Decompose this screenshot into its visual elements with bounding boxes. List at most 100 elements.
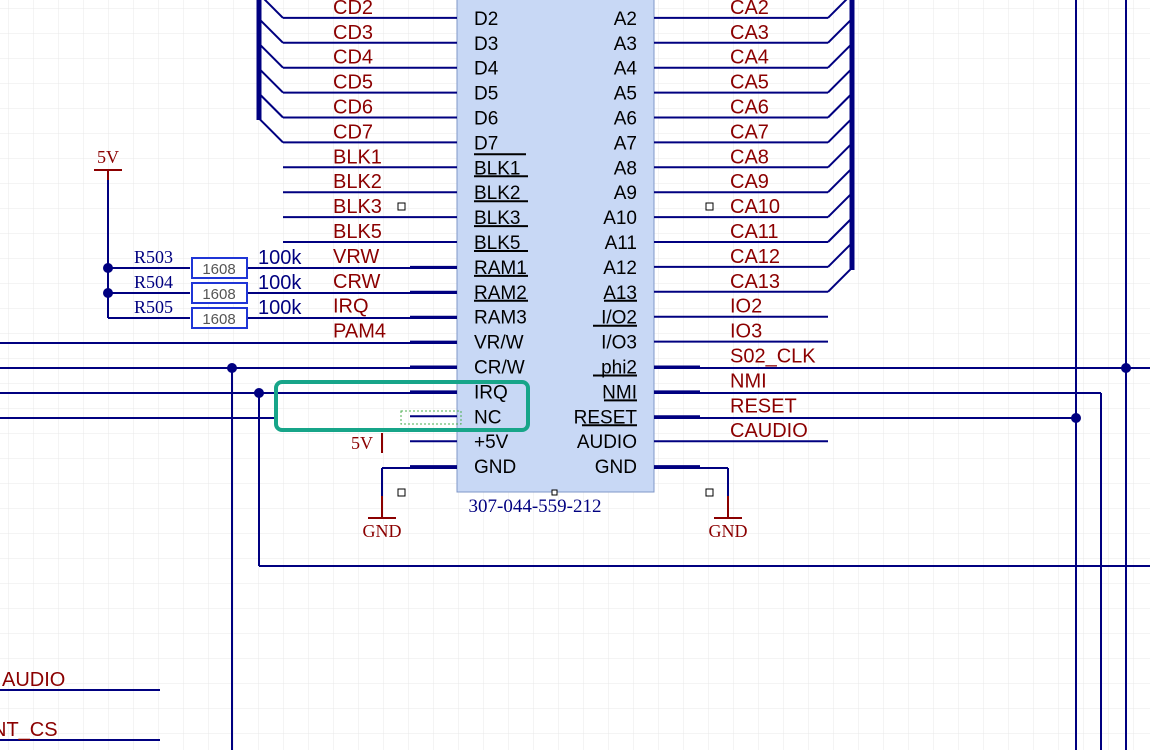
net-right-ca13[interactable]: CA13 bbox=[700, 267, 853, 293]
pin-left-label: D7 bbox=[474, 133, 498, 154]
net-left-blk3[interactable]: BLK3 bbox=[283, 196, 410, 219]
pin-right-a6[interactable]: A6 bbox=[614, 109, 700, 130]
pin-left-label: CR/W bbox=[474, 358, 525, 379]
net-left-cd7[interactable]: CD7 bbox=[258, 117, 410, 144]
net-left-irq[interactable]: IRQ bbox=[333, 296, 369, 318]
pin-right-a13[interactable]: A13 bbox=[603, 283, 700, 304]
net-right-s02-clk[interactable]: S02_CLK bbox=[730, 346, 816, 368]
power-port-5v[interactable]: 5V bbox=[94, 147, 122, 180]
pin-left-ram2[interactable]: RAM2 bbox=[410, 283, 528, 304]
pin-right-a11[interactable]: A11 bbox=[605, 233, 700, 254]
pin-right-a4[interactable]: A4 bbox=[614, 59, 700, 80]
pin-right-a9[interactable]: A9 bbox=[614, 183, 700, 204]
resistor-footprint: 1608 bbox=[202, 286, 235, 303]
pin-left-d5[interactable]: D5 bbox=[410, 84, 498, 105]
pin-right-nmi[interactable]: NMI bbox=[602, 382, 700, 403]
pin-left-d4[interactable]: D4 bbox=[410, 59, 499, 80]
pin-left-blk3[interactable]: BLK3 bbox=[410, 208, 528, 229]
pin-left-nc[interactable]: NC bbox=[410, 407, 501, 428]
pin-right-a10[interactable]: A10 bbox=[603, 208, 700, 229]
pin-left-cr-w[interactable]: CR/W bbox=[410, 358, 525, 379]
net-right-reset[interactable]: RESET bbox=[730, 395, 797, 417]
net-right-nmi[interactable]: NMI bbox=[730, 370, 767, 392]
power-port-5v-pin[interactable]: 5V bbox=[351, 433, 383, 453]
net-right-label: CA6 bbox=[730, 97, 769, 119]
pin-left-blk2[interactable]: BLK2 bbox=[410, 183, 528, 204]
ground-symbol-left[interactable]: GND bbox=[363, 496, 402, 541]
pin-right-reset[interactable]: RESET bbox=[574, 407, 700, 428]
net-left-crw[interactable]: CRW bbox=[333, 271, 381, 293]
net-left-cd5[interactable]: CD5 bbox=[258, 67, 410, 94]
pin-right-audio[interactable]: AUDIO bbox=[577, 432, 700, 453]
net-right-ca2[interactable]: CA2 bbox=[700, 0, 852, 19]
net-right-io3[interactable]: IO3 bbox=[700, 321, 828, 343]
pin-left-blk5[interactable]: BLK5 bbox=[410, 233, 528, 254]
pin-left-vr-w[interactable]: VR/W bbox=[410, 333, 524, 354]
net-right-ca8[interactable]: CA8 bbox=[700, 142, 853, 169]
ground-symbol-right[interactable]: GND bbox=[709, 496, 748, 541]
pin-left-d3[interactable]: D3 bbox=[410, 34, 498, 55]
pin-left-d6[interactable]: D6 bbox=[410, 109, 498, 130]
pin-right-i-o2[interactable]: I/O2 bbox=[593, 308, 700, 329]
pin-right-gnd[interactable]: GND bbox=[595, 457, 700, 478]
pin-right-phi2[interactable]: phi2 bbox=[593, 358, 700, 379]
pin-left-label: D4 bbox=[474, 59, 499, 80]
net-right-ca9[interactable]: CA9 bbox=[700, 167, 853, 194]
net-left-label: CRW bbox=[333, 271, 381, 293]
net-right-ca6[interactable]: CA6 bbox=[700, 92, 853, 119]
net-right-ca10[interactable]: CA10 bbox=[700, 192, 853, 219]
net-label-nt-cs[interactable]: NT_CS bbox=[0, 719, 58, 741]
pin-left-d7[interactable]: D7 bbox=[410, 133, 498, 154]
net-left-blk5[interactable]: BLK5 bbox=[283, 221, 410, 243]
net-right-ca4[interactable]: CA4 bbox=[700, 42, 853, 69]
net-right-ca12[interactable]: CA12 bbox=[700, 242, 853, 268]
net-left-cd2[interactable]: CD2 bbox=[259, 0, 410, 19]
pin-right-a7[interactable]: A7 bbox=[614, 133, 700, 154]
net-left-cd6[interactable]: CD6 bbox=[258, 92, 410, 119]
selection-highlight[interactable] bbox=[274, 380, 530, 432]
pin-right-label: AUDIO bbox=[577, 432, 637, 453]
net-right-label: RESET bbox=[730, 395, 797, 417]
net-left-vrw[interactable]: VRW bbox=[333, 246, 379, 268]
pin-left-irq[interactable]: IRQ bbox=[410, 382, 508, 403]
pin-right-a2[interactable]: A2 bbox=[614, 9, 700, 30]
component-body[interactable] bbox=[456, 0, 655, 493]
net-right-ca3[interactable]: CA3 bbox=[700, 18, 853, 44]
net-left-blk2[interactable]: BLK2 bbox=[283, 171, 410, 194]
pin-left-gnd[interactable]: GND bbox=[410, 457, 516, 478]
pin-right-a5[interactable]: A5 bbox=[614, 84, 700, 105]
pin-left-d1[interactable]: D1 bbox=[410, 0, 498, 5]
pin-left-label: IRQ bbox=[474, 382, 508, 403]
pin-left--5v[interactable]: +5V bbox=[410, 432, 509, 453]
net-left-blk1[interactable]: BLK1 bbox=[283, 146, 410, 169]
pin-right-a3[interactable]: A3 bbox=[614, 34, 700, 55]
pin-right-label: GND bbox=[595, 457, 637, 478]
pin-left-blk1[interactable]: BLK1 bbox=[410, 158, 528, 179]
net-left-label: BLK3 bbox=[333, 196, 382, 218]
net-right-ca7[interactable]: CA7 bbox=[700, 117, 853, 144]
net-label-audio[interactable]: AUDIO bbox=[2, 669, 65, 691]
pin-left-ram3[interactable]: RAM3 bbox=[410, 308, 527, 329]
net-right-caudio[interactable]: CAUDIO bbox=[700, 420, 828, 443]
pin-right-a8[interactable]: A8 bbox=[614, 158, 700, 179]
pin-right-i-o3[interactable]: I/O3 bbox=[601, 333, 700, 354]
resistor-value: 100k bbox=[258, 247, 302, 269]
pin-right-a1[interactable]: A1 bbox=[614, 0, 700, 5]
net-left-cd4[interactable]: CD4 bbox=[258, 42, 410, 69]
pin-left-ram1[interactable]: RAM1 bbox=[410, 258, 528, 279]
net-right-ca11[interactable]: CA11 bbox=[700, 217, 853, 243]
pin-right-a12[interactable]: A12 bbox=[603, 258, 700, 279]
resistor-value: 100k bbox=[258, 297, 302, 319]
net-right-label: CA2 bbox=[730, 0, 769, 19]
net-right-ca5[interactable]: CA5 bbox=[700, 67, 853, 94]
net-left-cd3[interactable]: CD3 bbox=[258, 18, 410, 44]
pin-right-label: A1 bbox=[614, 0, 637, 5]
pin-left-d2[interactable]: D2 bbox=[410, 9, 498, 30]
net-right-io2[interactable]: IO2 bbox=[700, 296, 828, 318]
net-left-pam4[interactable]: PAM4 bbox=[333, 321, 386, 343]
